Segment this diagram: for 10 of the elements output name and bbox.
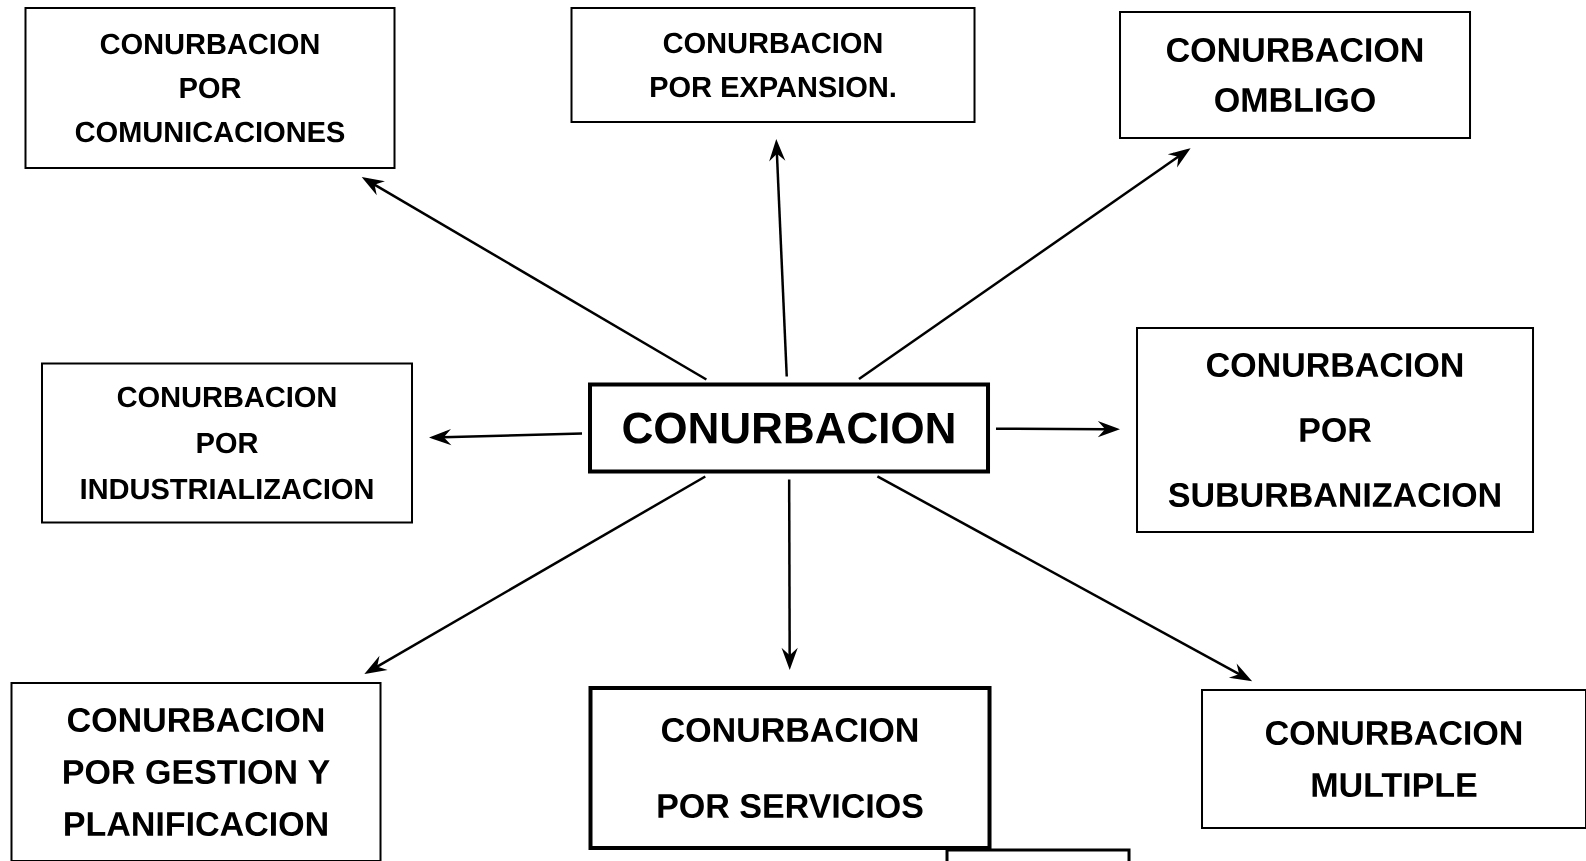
concept-box: CONURBACION POR EXPANSION. — [570, 7, 976, 123]
empty-box — [945, 848, 1131, 861]
concept-box: CONURBACION MULTIPLE — [1201, 689, 1586, 829]
concept-box: CONURBACION OMBLIGO — [1119, 11, 1471, 139]
concept-box: CONURBACION POR GESTION Y PLANIFICACION — [10, 682, 382, 861]
concept-box: CONURBACION POR SERVICIOS — [588, 686, 992, 850]
concept-box: CONURBACION POR SUBURBANIZACION — [1136, 327, 1534, 533]
title-box: CONURBACION — [588, 382, 990, 474]
concept-box: CONURBACION POR INDUSTRIALIZACION — [41, 362, 413, 524]
concept-box: CONURBACION POR COMUNICACIONES — [24, 7, 396, 169]
